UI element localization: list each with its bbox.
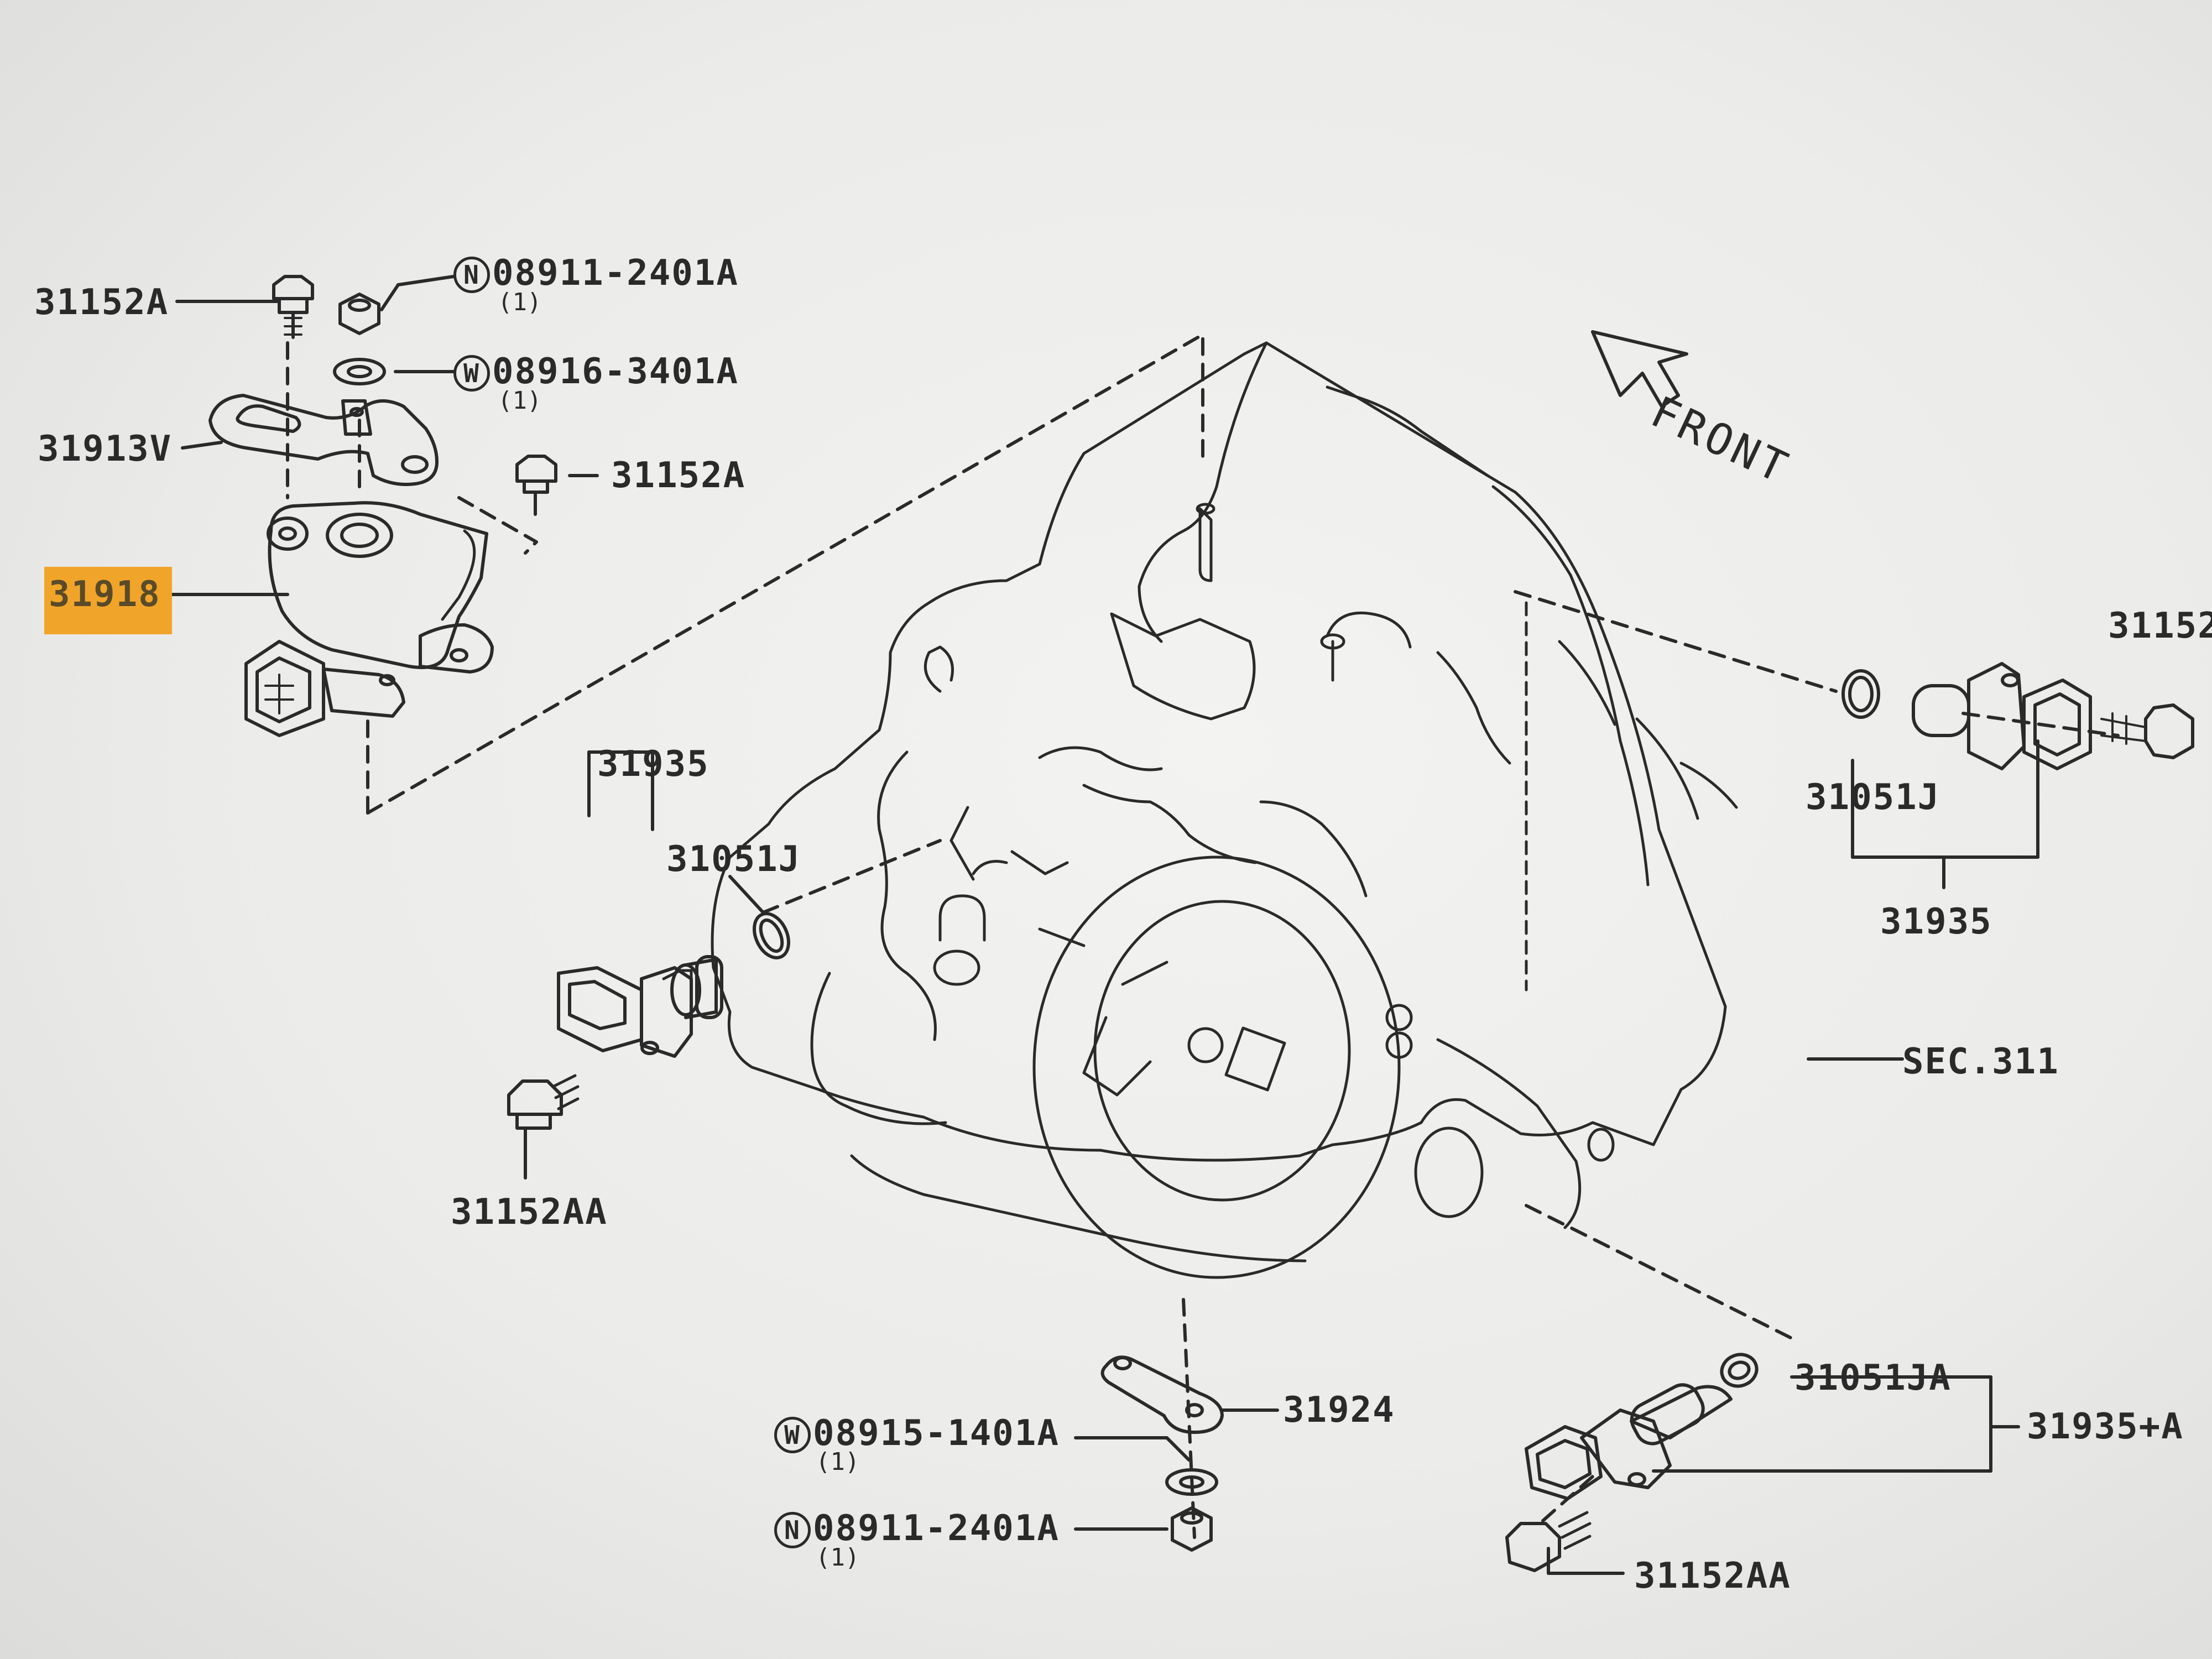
label-31935a[interactable]: 31935+A <box>2027 1406 2184 1447</box>
label-31152-right[interactable]: 31152 <box>2108 606 2212 646</box>
label-31918-highlighted[interactable]: 31918 <box>44 567 172 634</box>
label-sec-311[interactable]: SEC.311 <box>1902 1041 2059 1082</box>
w-reference-icon: W <box>453 355 490 392</box>
speed-sensor-bottom-31935a <box>1525 1383 1733 1500</box>
label-31051j-left[interactable]: 31051J <box>666 839 801 880</box>
leader-lines <box>153 275 2039 1575</box>
label-31924[interactable]: 31924 <box>1283 1390 1395 1431</box>
n-reference-icon: N <box>453 257 490 294</box>
transmission-housing <box>711 341 1738 1279</box>
oring-31051j-right <box>1841 669 1880 719</box>
qty-08911-bottom: (1) <box>816 1543 860 1572</box>
bolt-31152aa-bottom <box>1505 1511 1592 1572</box>
speed-sensor-right-31935 <box>1912 662 2092 770</box>
label-31152aa-bottom[interactable]: 31152AA <box>1634 1556 1791 1597</box>
front-direction-arrow <box>1591 330 1688 408</box>
bolt-31152-right <box>2100 703 2194 759</box>
inhibitor-switch-31918 <box>244 501 494 737</box>
bolt-31152a-top-mid <box>515 455 557 516</box>
label-31152a-top-left[interactable]: 31152A <box>34 282 169 323</box>
speed-sensor-left-31935 <box>557 955 723 1058</box>
label-31935-right[interactable]: 31935 <box>1880 901 1992 942</box>
label-31913v[interactable]: 31913V <box>38 429 173 469</box>
washer-08915-bottom <box>1165 1468 1218 1496</box>
washer-08916-top <box>333 358 386 385</box>
bolt-31152a-top-left <box>272 275 314 339</box>
nut-08911-bottom <box>1171 1506 1213 1552</box>
bracket-31913v <box>208 394 439 486</box>
oring-31051j-left <box>753 912 790 959</box>
oring-31051ja-bottom <box>1720 1353 1759 1388</box>
bolt-31152aa-left <box>507 1074 580 1130</box>
qty-08916-top: (1) <box>498 387 542 415</box>
label-31152a-top-mid[interactable]: 31152A <box>611 455 746 496</box>
label-31051ja[interactable]: 31051JA <box>1794 1358 1952 1399</box>
qty-08911-top: (1) <box>498 288 542 316</box>
w-reference-icon: W <box>774 1417 811 1454</box>
nut-08911-top <box>338 293 380 335</box>
label-31051j-right[interactable]: 31051J <box>1806 777 1940 818</box>
qty-08915-bottom: (1) <box>816 1448 860 1476</box>
label-31935-left[interactable]: 31935 <box>597 744 709 785</box>
n-reference-icon: N <box>774 1512 811 1549</box>
lever-31924 <box>1100 1355 1224 1434</box>
label-31152aa-left[interactable]: 31152AA <box>451 1192 608 1233</box>
